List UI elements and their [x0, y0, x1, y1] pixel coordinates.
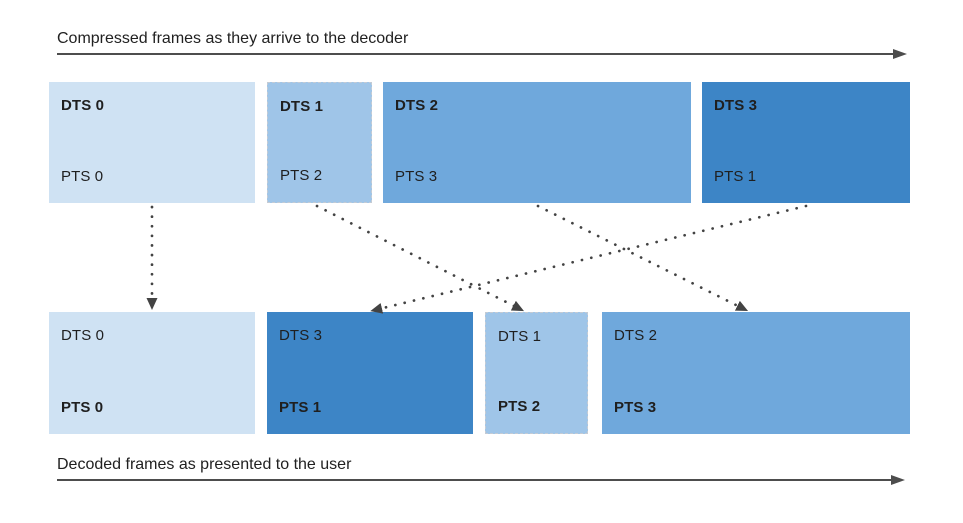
compressed-frame-dts1: DTS 1 PTS 2 — [267, 82, 372, 203]
dts-label: DTS 1 — [498, 328, 542, 345]
decoded-frame-pts1: DTS 3 PTS 1 — [267, 312, 473, 434]
dts-label: DTS 2 — [614, 327, 658, 344]
compressed-frame-dts3: DTS 3 PTS 1 — [702, 82, 910, 203]
connector-frame2-arrow-icon — [536, 204, 749, 312]
decoded-frames-axis-title: Decoded frames as presented to the user — [57, 456, 352, 473]
dts-label: DTS 3 — [279, 327, 323, 344]
dts-label: DTS 3 — [714, 97, 758, 114]
pts-label: PTS 1 — [714, 168, 757, 185]
decoded-frame-pts0: DTS 0 PTS 0 — [49, 312, 255, 434]
pts-label: PTS 0 — [61, 168, 104, 185]
dts-label: DTS 2 — [395, 97, 439, 114]
compressed-frame-dts0: DTS 0 PTS 0 — [49, 82, 255, 203]
pts-label: PTS 2 — [280, 167, 323, 184]
compressed-frames-axis-title: Compressed frames as they arrive to the … — [57, 30, 409, 47]
pts-label: PTS 3 — [395, 168, 438, 185]
decoded-frame-pts3: DTS 2 PTS 3 — [602, 312, 910, 434]
pts-label: PTS 1 — [279, 399, 322, 416]
connector-frame1-arrow-icon — [315, 204, 525, 312]
pts-label: PTS 0 — [61, 399, 104, 416]
dts-label: DTS 0 — [61, 97, 105, 114]
dts-label: DTS 1 — [280, 98, 324, 115]
dts-label: DTS 0 — [61, 327, 105, 344]
compressed-frame-dts2: DTS 2 PTS 3 — [383, 82, 691, 203]
connector-frame3-arrow-icon — [370, 204, 808, 314]
pts-label: PTS 2 — [498, 398, 541, 415]
decoded-frame-pts2: DTS 1 PTS 2 — [485, 312, 588, 434]
pts-label: PTS 3 — [614, 399, 657, 416]
